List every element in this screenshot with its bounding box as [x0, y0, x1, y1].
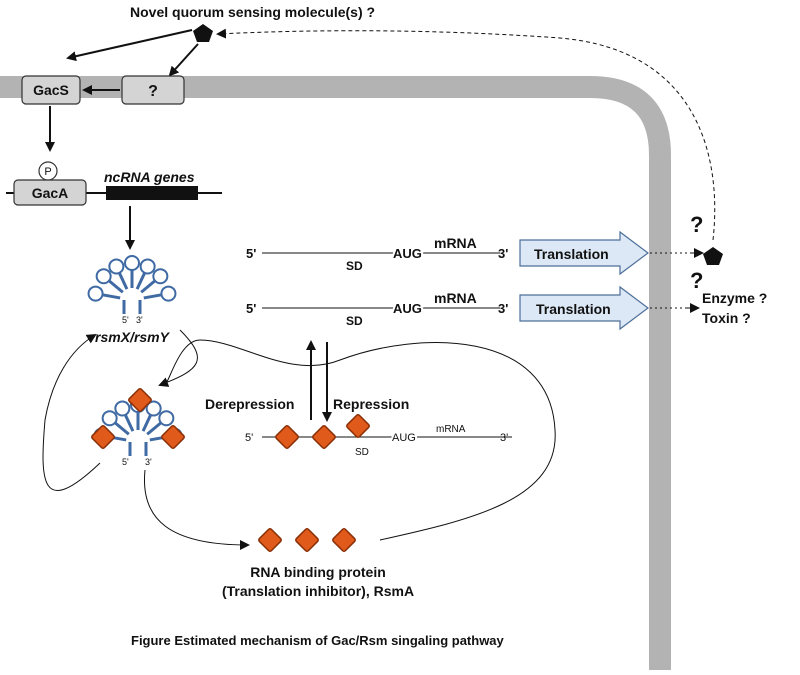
ncrna-gene-block: [106, 186, 198, 200]
mrna3-5prime: 5': [245, 432, 253, 444]
rsma-protein: [91, 425, 115, 449]
rsma-protein: [161, 425, 185, 449]
rna-stem: [108, 279, 124, 294]
rna-loop: [139, 258, 156, 275]
mrna2-name: mRNA: [434, 290, 477, 306]
rsma-protein: [332, 528, 356, 552]
cell-membrane: [0, 76, 671, 670]
rna-stem: [135, 272, 147, 290]
gaca-label: GacA: [32, 185, 69, 201]
gacs-box: [21, 75, 81, 105]
rna-loop: [101, 410, 118, 427]
bound-rna-3prime: 3': [145, 457, 152, 467]
rsma-protein: [312, 425, 336, 449]
rna-stem: [140, 279, 156, 294]
rna-loop: [108, 258, 125, 275]
bound-to-rsma-arrow: [143, 469, 250, 550]
rsm-rna-label: rsmX/rsmY: [95, 329, 171, 345]
rsm-rna-3prime: 3': [136, 315, 143, 325]
phosphate-circle: [38, 161, 58, 181]
rna-loop: [114, 400, 131, 417]
rna-stem: [114, 421, 130, 436]
bound-rna-5prime: 5': [122, 457, 129, 467]
rsma-protein: [346, 414, 370, 438]
cycle-arrow-left: [42, 333, 101, 491]
mrna1-5prime: 5': [246, 246, 256, 261]
mrna1-sd: SD: [346, 259, 363, 273]
mrna1-name: mRNA: [434, 235, 477, 251]
gacs-label: GacS: [33, 82, 69, 98]
rna-loop: [158, 410, 175, 427]
binding-protein-line1: RNA binding protein: [250, 564, 386, 580]
mrna1-aug: AUG: [393, 246, 422, 261]
ncrna-genes-label: ncRNA genes: [104, 169, 195, 185]
outside-question-2: ?: [690, 268, 703, 293]
mrna1-3prime: 3': [498, 246, 508, 261]
rna-stem: [117, 272, 129, 290]
secreted-molecule-icon: [703, 247, 723, 265]
mrna3-aug: AUG: [392, 432, 416, 444]
rsma-protein: [295, 528, 319, 552]
molecule-to-receptor-arrow: [168, 43, 199, 77]
free-rsma-proteins: [258, 528, 356, 552]
mrna2-3prime: 3': [498, 301, 508, 316]
rsm-rna-bound-structure: [91, 388, 185, 456]
rsm-rna-structure: [87, 255, 177, 314]
enzyme-label: Enzyme ?: [702, 290, 767, 306]
unknown-receptor-box: [121, 75, 185, 105]
rna-stem: [123, 414, 135, 432]
mrna3-bound-rsma: [275, 414, 370, 449]
translation2-label: Translation: [536, 301, 611, 317]
figure-caption: Figure Estimated mechanism of Gac/Rsm si…: [131, 633, 505, 648]
rsma-feedback-loop: [164, 339, 556, 541]
mrna2-aug: AUG: [393, 301, 422, 316]
rna-loop: [160, 285, 177, 302]
rna-stem: [146, 421, 162, 436]
quorum-molecule-icon: [193, 24, 213, 42]
rsma-protein: [258, 528, 282, 552]
molecule-to-gacs-arrow: [66, 29, 193, 62]
rna-loop: [87, 285, 104, 302]
rna-ends: [128, 442, 148, 456]
quorum-molecule-label: Novel quorum sensing molecule(s) ?: [130, 4, 375, 20]
repression-label: Repression: [333, 396, 409, 412]
mrna2-5prime: 5': [246, 301, 256, 316]
derepression-label: Derepression: [205, 396, 294, 412]
unknown-receptor-label: ?: [148, 83, 158, 100]
mrna2-sd: SD: [346, 314, 363, 328]
rna-loop: [145, 400, 162, 417]
rna-stem: [102, 293, 121, 300]
mrna3-name: mRNA: [436, 424, 466, 435]
rsma-protein: [128, 388, 152, 412]
feedback-dashed-arrow: [216, 28, 716, 241]
translation2-arrow-shape: [519, 285, 649, 331]
mrna3-sd: SD: [355, 447, 369, 458]
mrna3-3prime: 3': [500, 432, 508, 444]
outside-question-1: ?: [690, 212, 703, 237]
toxin-label: Toxin ?: [702, 310, 751, 326]
translation1-arrow-shape: [519, 230, 649, 276]
phosphate-label: P: [44, 166, 51, 178]
translation1-label: Translation: [534, 246, 609, 262]
rna-loop: [124, 255, 140, 271]
rsma-protein: [275, 425, 299, 449]
rna-ends: [122, 300, 142, 314]
rna-loop: [152, 268, 169, 285]
rsm-rna-5prime: 5': [122, 315, 129, 325]
rna-loop: [95, 268, 112, 285]
binding-protein-line2: (Translation inhibitor), RsmA: [222, 583, 414, 599]
rna-stem: [143, 293, 162, 300]
rsm-to-bound-arrow: [158, 329, 198, 387]
rna-stem: [141, 414, 153, 432]
